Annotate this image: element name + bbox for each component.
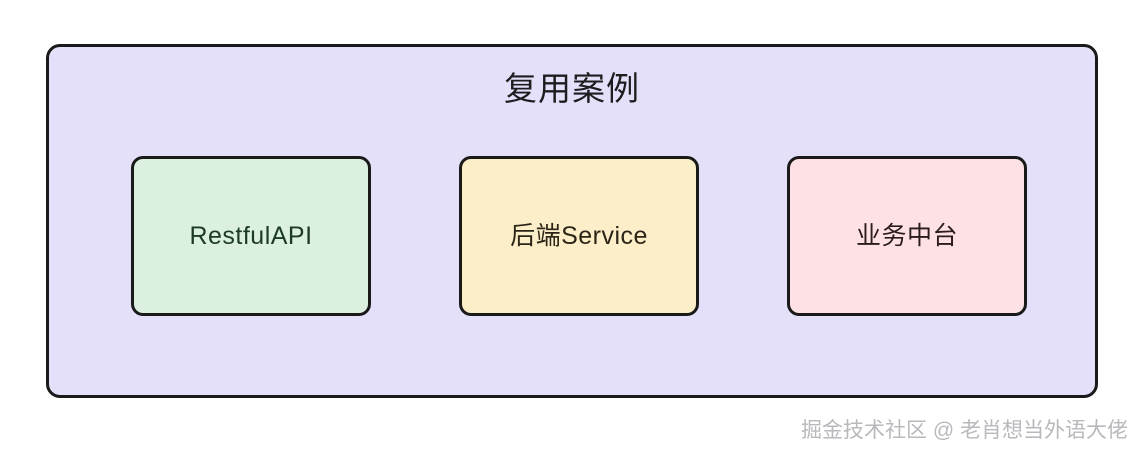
node-label-restfulapi: RestfulAPI (189, 222, 313, 250)
node-row: RestfulAPI 后端Service 业务中台 (131, 156, 1027, 316)
watermark-text: 掘金技术社区 @ 老肖想当外语大佬 (801, 418, 1128, 442)
node-label-business-middle-platform: 业务中台 (855, 222, 958, 250)
group-title: 复用案例 (504, 70, 640, 107)
node-box-business-middle-platform[interactable]: 业务中台 (787, 156, 1027, 316)
node-box-restfulapi[interactable]: RestfulAPI (131, 156, 371, 316)
node-label-backend-service: 后端Service (510, 222, 648, 250)
node-box-backend-service[interactable]: 后端Service (459, 156, 699, 316)
group-container-reuse-case: 复用案例 RestfulAPI 后端Service 业务中台 (46, 44, 1098, 398)
